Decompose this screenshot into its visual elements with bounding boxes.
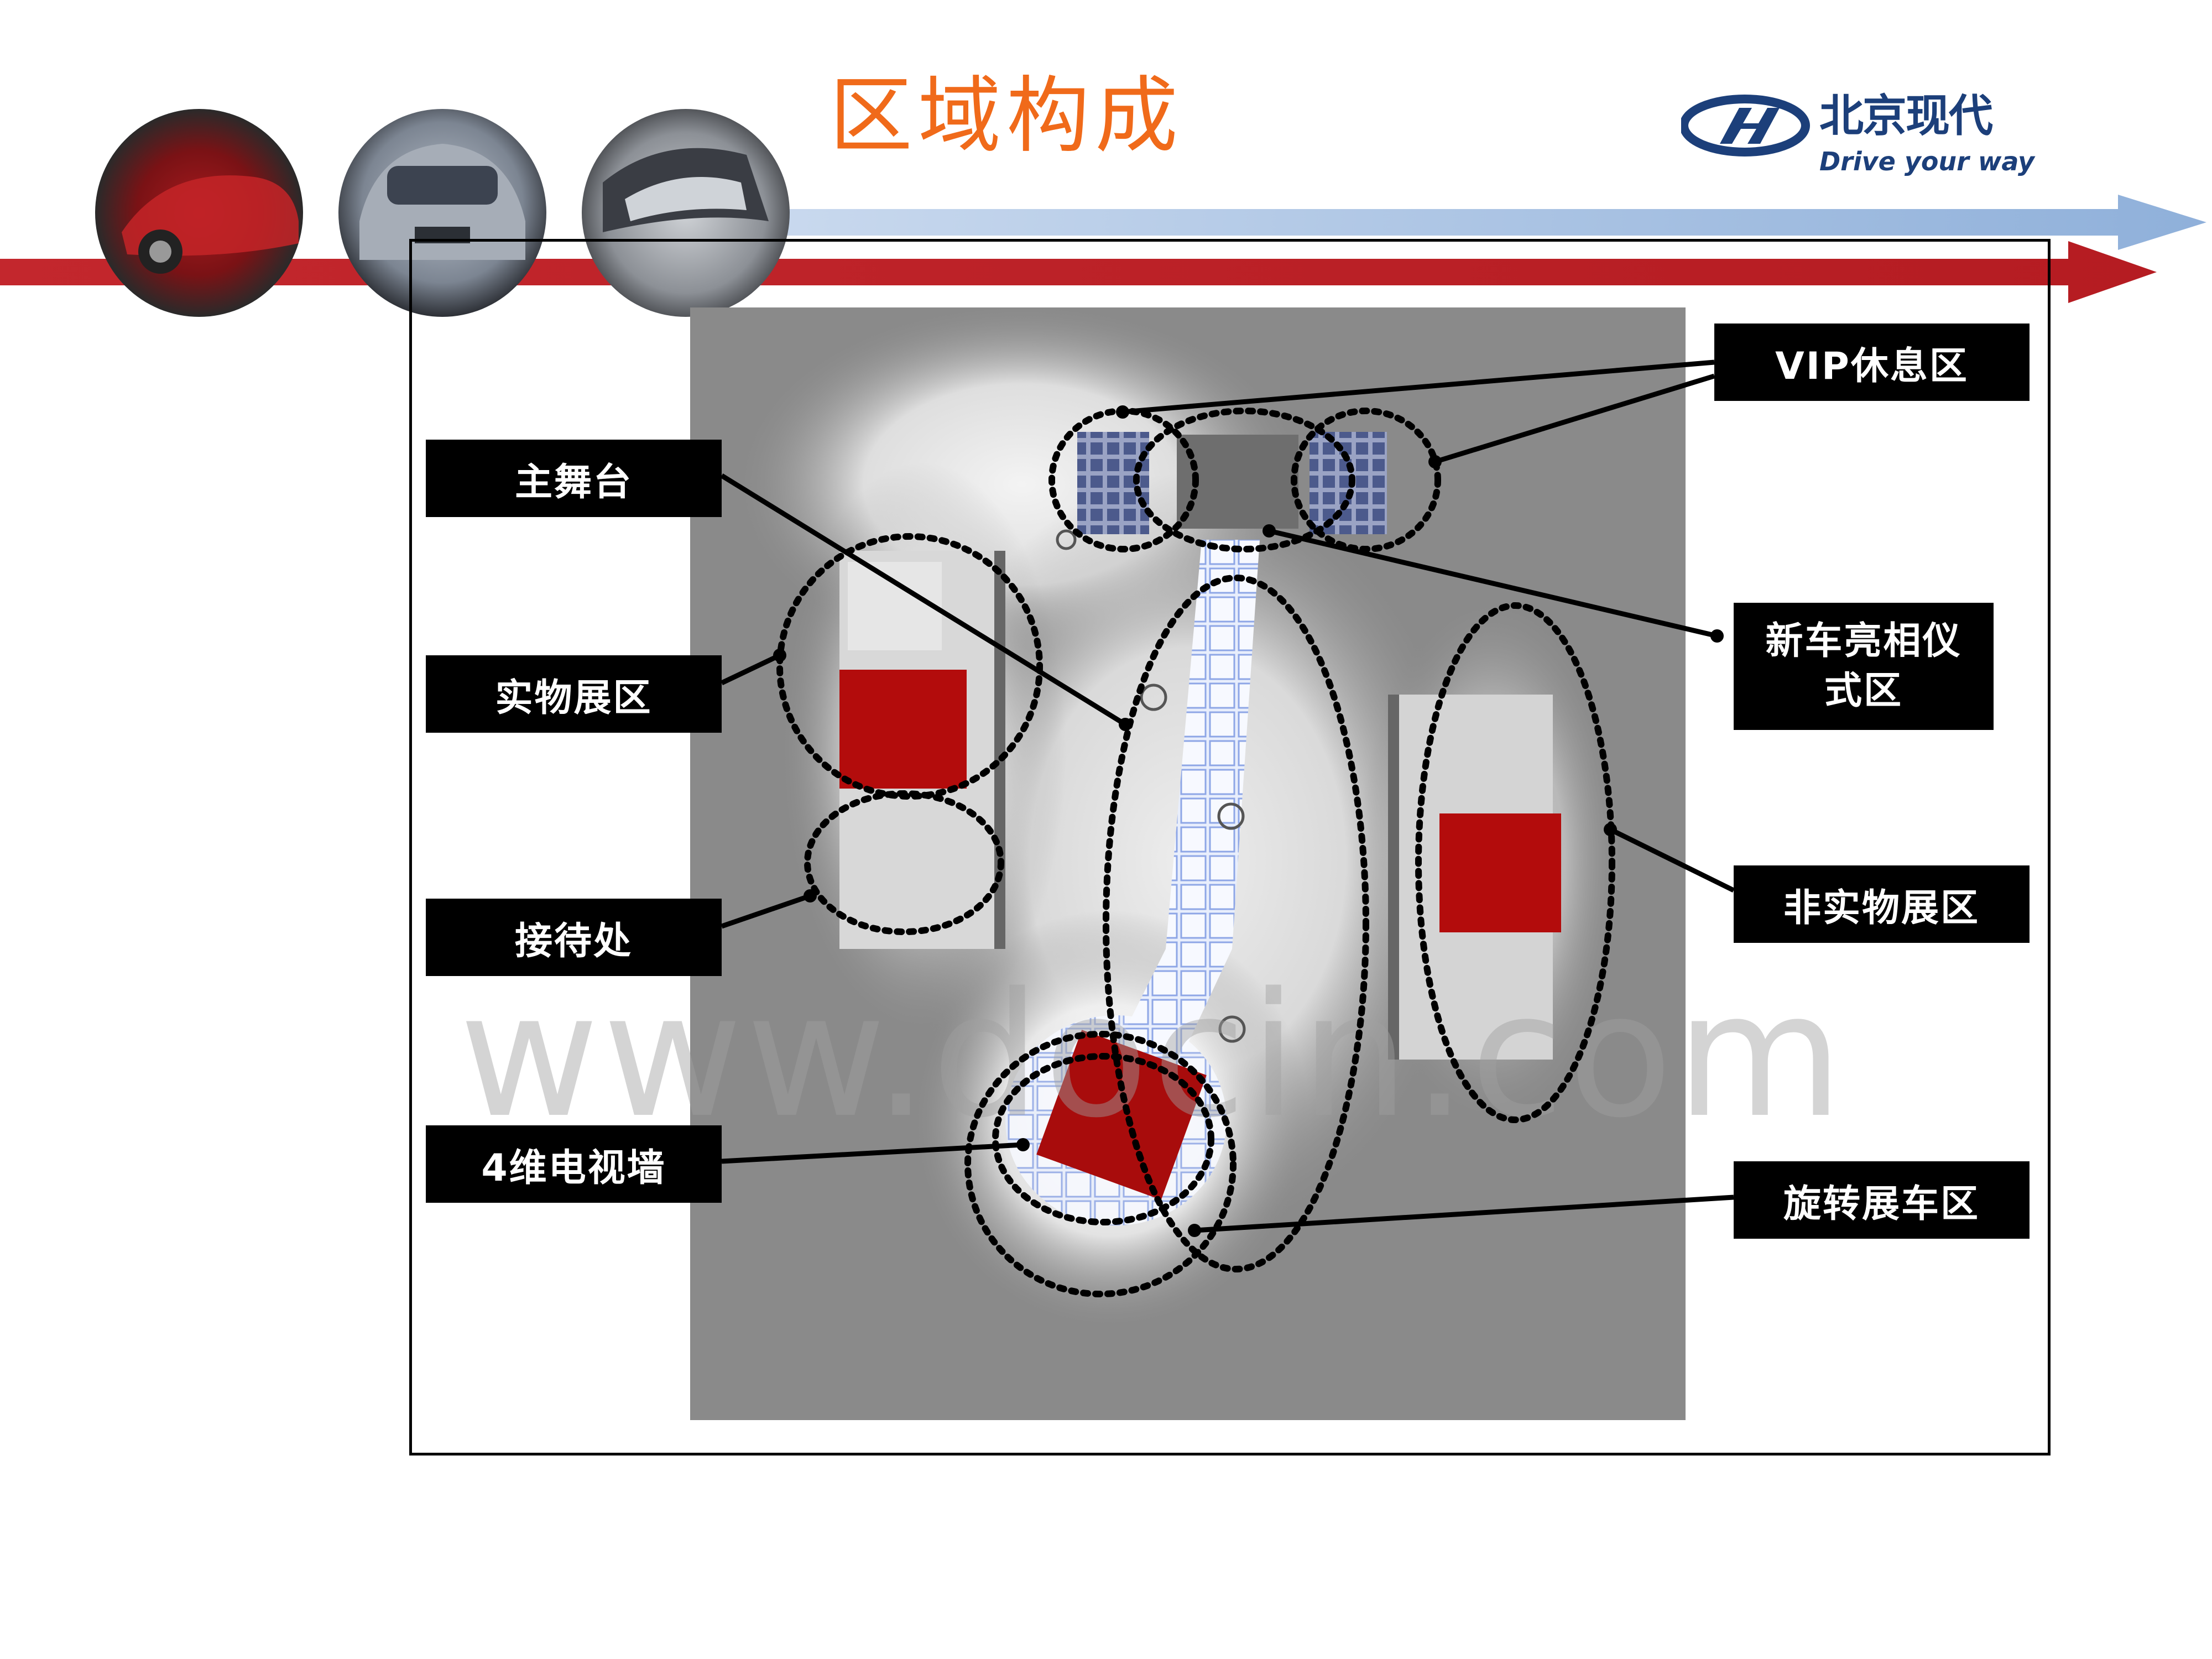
diagram-frame [409,239,2051,1455]
header-band [0,109,2206,317]
label-launch-ceremony: 新车亮相仪 式区 [1734,603,1994,730]
car-interior-photo [582,109,790,317]
label-rotating-display: 旋转展车区 [1734,1161,2030,1239]
blue-arrow [769,195,2206,250]
red-car-photo [95,109,303,317]
slide-title: 区域构成 [830,68,1184,164]
label-reception: 接待处 [426,899,722,976]
label-vip-lounge: VIP休息区 [1714,324,2030,401]
hyundai-logo-icon [1681,95,1810,156]
label-main-stage: 主舞台 [426,440,722,517]
label-tv-wall: 4维电视墙 [426,1125,722,1203]
logo-slogan: Drive your way [1819,147,2034,176]
watermark-text: www.docin.com [459,956,1846,1156]
label-physical-display: 实物展区 [426,655,722,733]
logo-text: 北京现代 [1819,90,1993,142]
booth-floor-plan [690,307,1686,1420]
label-nonphysical-display: 非实物展区 [1734,865,2030,943]
red-arrow [0,241,2157,303]
silver-car-front-photo [338,109,546,317]
